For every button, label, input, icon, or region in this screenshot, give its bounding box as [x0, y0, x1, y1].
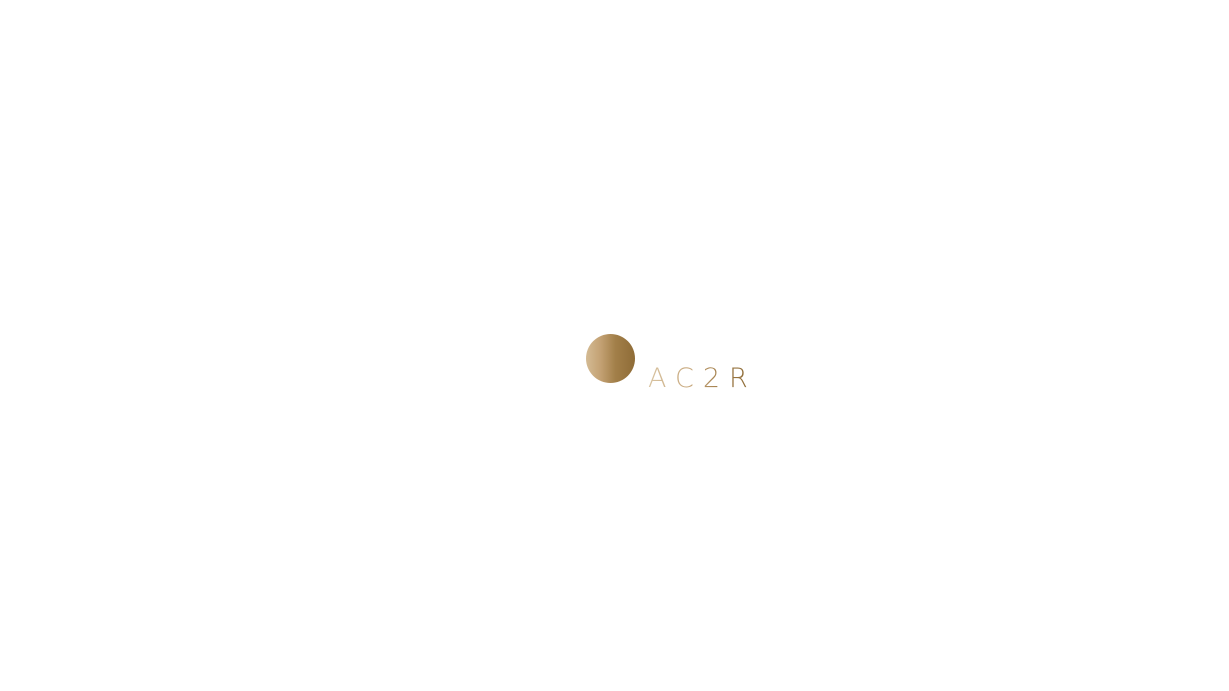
brand-wordmark: AC2R: [648, 363, 757, 394]
brand-logo: AC2R: [586, 334, 766, 398]
circle-gradient-icon: [586, 334, 635, 383]
